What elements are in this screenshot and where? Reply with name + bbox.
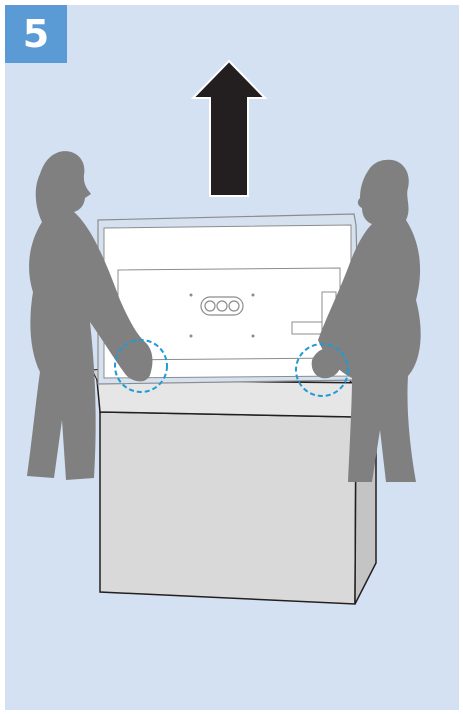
packaging-box bbox=[91, 367, 379, 605]
step-number-badge: 5 bbox=[5, 5, 67, 63]
up-arrow-icon bbox=[190, 59, 268, 197]
step-number: 5 bbox=[22, 12, 50, 56]
person-left bbox=[27, 151, 153, 480]
dashed-circle-icon-left bbox=[114, 339, 168, 393]
hand-right bbox=[311, 348, 342, 379]
dashed-circle-icon-right bbox=[295, 343, 349, 397]
person-right bbox=[318, 159, 421, 482]
